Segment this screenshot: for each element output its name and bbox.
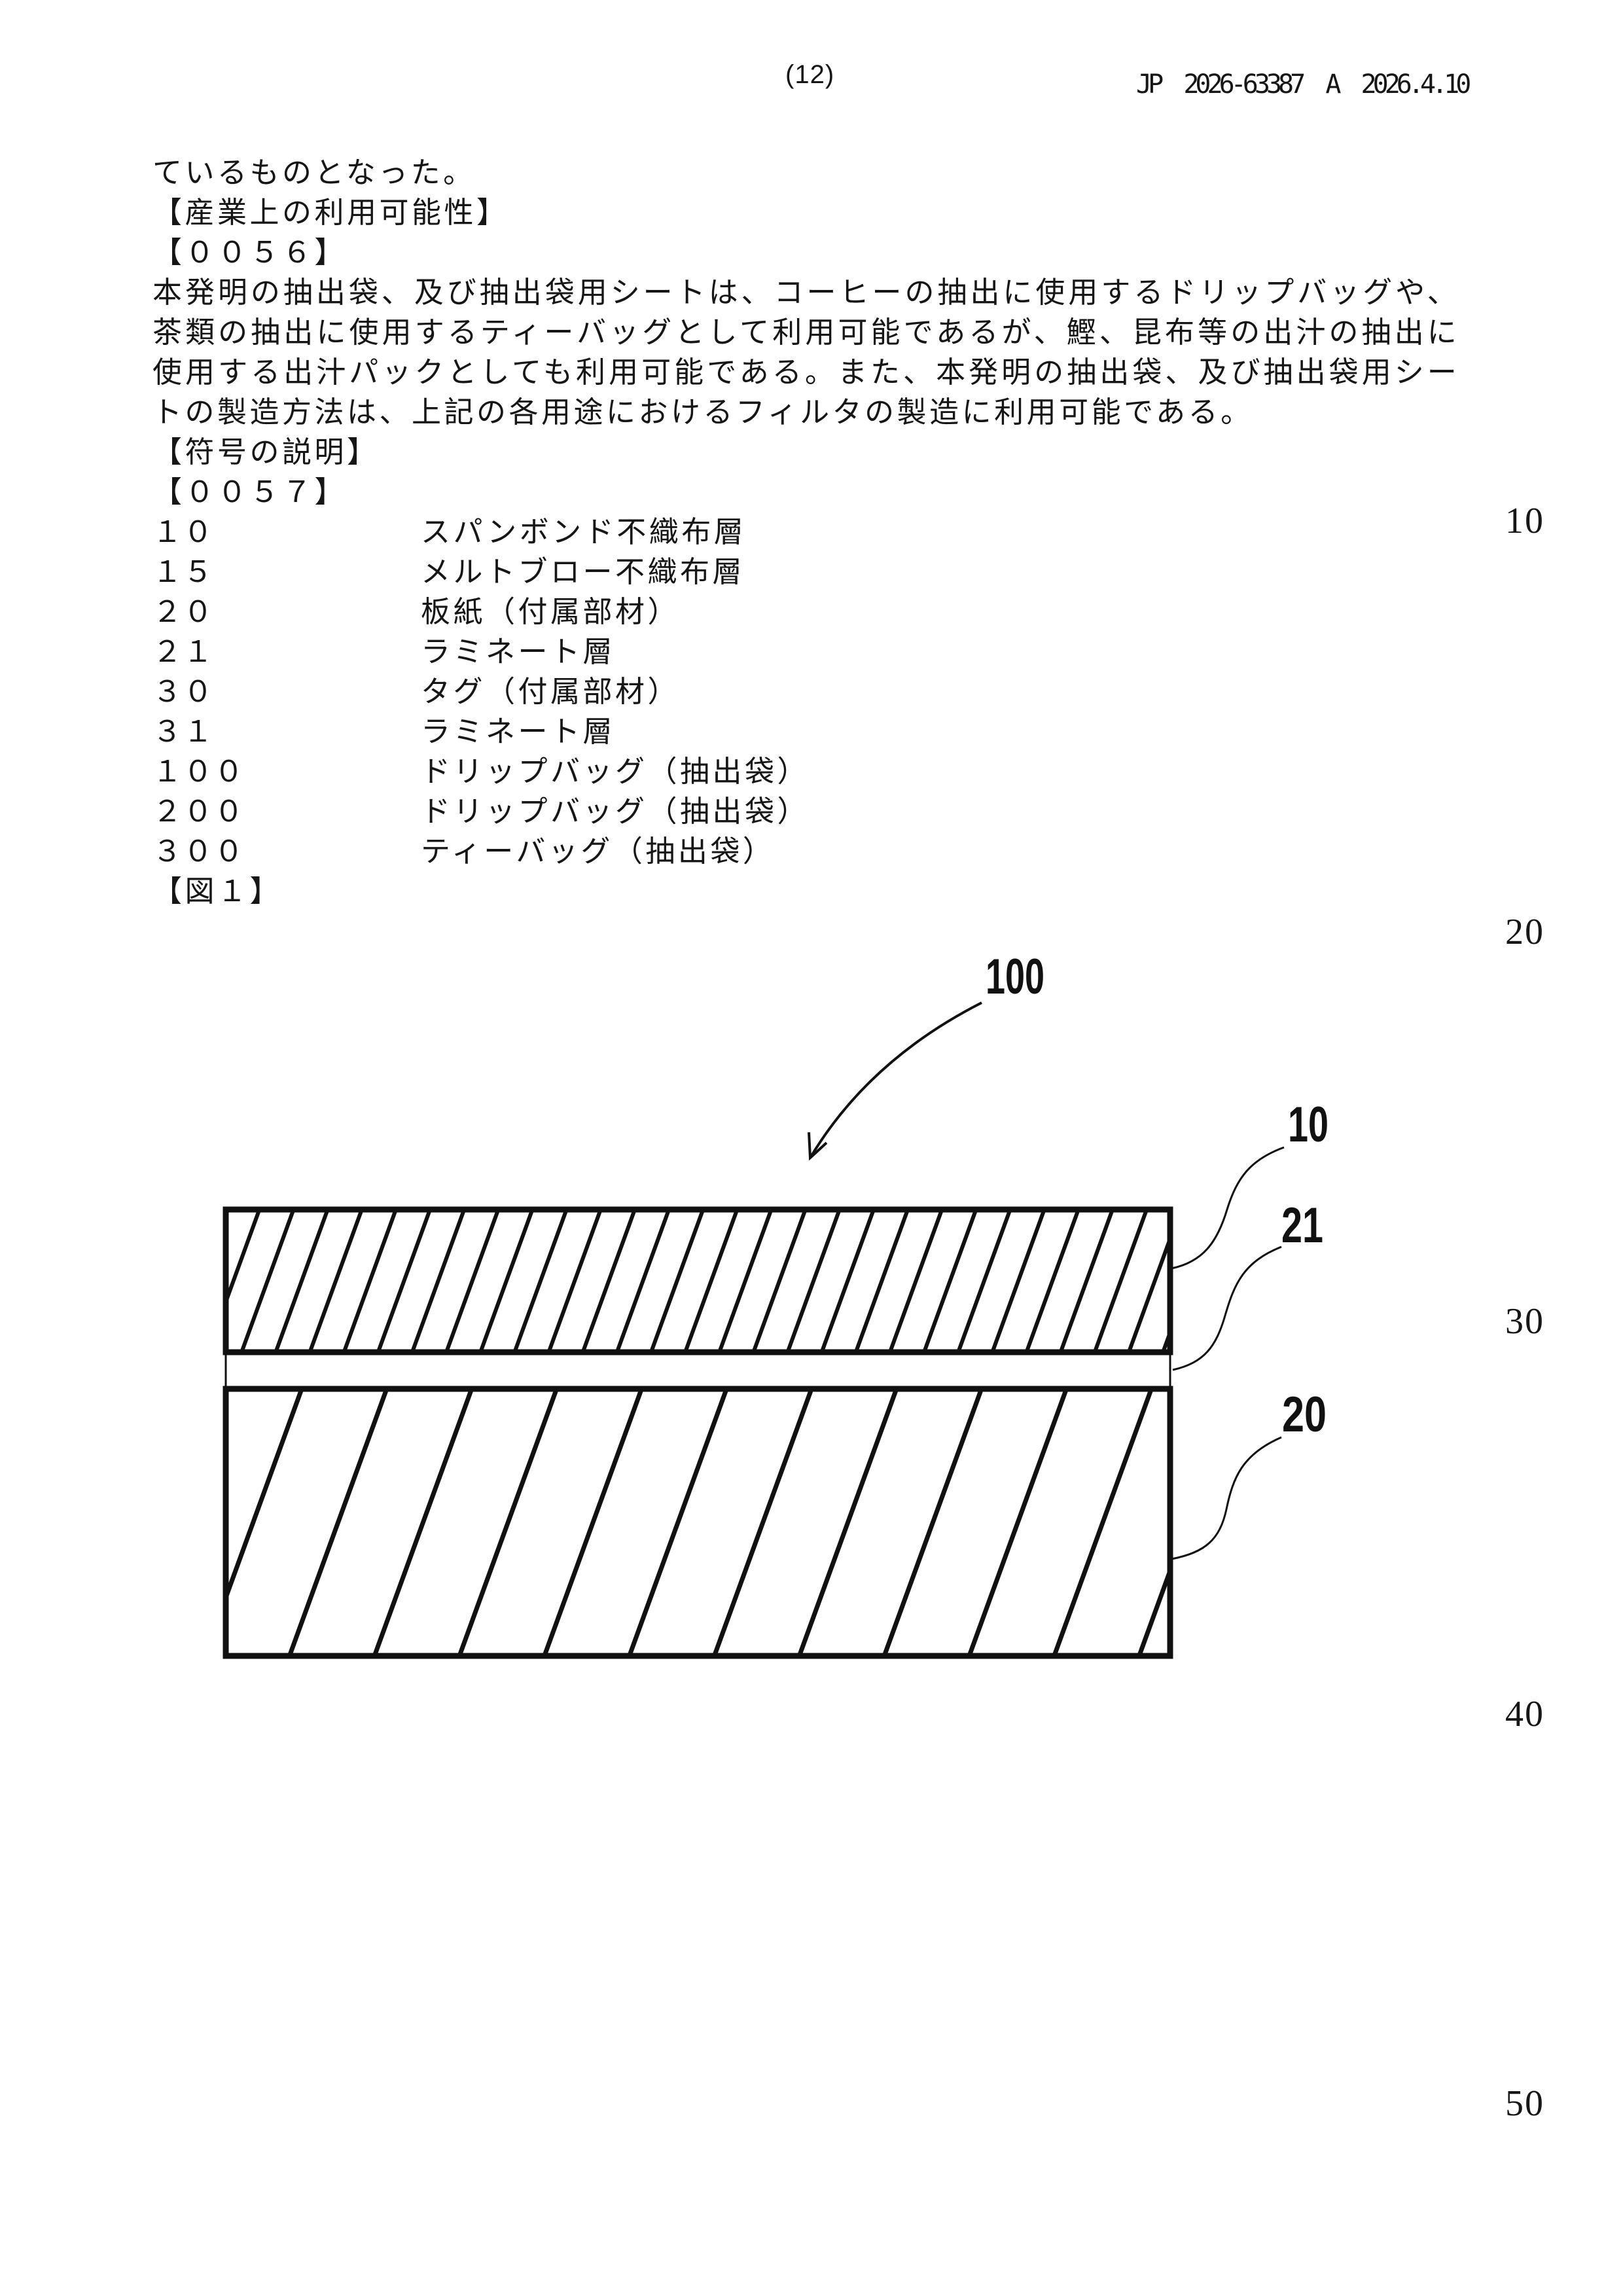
reference-row: １００ ドリップバッグ（抽出袋） — [152, 752, 1468, 792]
margin-line-number-20: 20 — [1505, 912, 1544, 952]
leader-line-21 — [1172, 1246, 1282, 1371]
header-publication-number: JP 2026-63387 A 2026.4.10 — [1136, 69, 1471, 99]
body-line: 茶類の抽出に使用するティーバッグとして利用可能であるが、鰹、昆布等の出汁の抽出に — [152, 316, 1459, 349]
reference-numeral: ２１ — [152, 636, 215, 668]
reference-row: １５ メルトブロー不織布層 — [152, 552, 1468, 592]
reference-row: ３００ ティーバッグ（抽出袋） — [152, 832, 1468, 872]
reference-row: ２００ ドリップバッグ（抽出袋） — [152, 792, 1468, 832]
laminate-layer-21-band — [224, 1351, 1171, 1390]
reference-label: スパンボンド不織布層 — [421, 516, 747, 548]
paragraph-number: 【００５７】 — [152, 476, 348, 509]
margin-line-number-40: 40 — [1505, 1694, 1544, 1734]
section-heading: 【符号の説明】 — [152, 436, 380, 469]
figure-1-drawing: 100 10 21 20 — [223, 949, 1329, 1659]
reference-label: ラミネート層 — [421, 636, 616, 668]
reference-label: メルトブロー不織布層 — [421, 556, 745, 588]
body-line: トの製造方法は、上記の各用途におけるフィルタの製造に利用可能である。 — [152, 396, 1253, 429]
assembly-arrow-curve — [809, 1001, 982, 1159]
body-line: 本発明の抽出袋、及び抽出袋用シートは、コーヒーの抽出に使用するドリップバッグや、 — [152, 276, 1459, 309]
header-page-number: (12) — [785, 60, 835, 89]
figure-label-10: 10 — [1288, 1097, 1329, 1153]
reference-row: ３０ タグ（付属部材） — [152, 672, 1468, 712]
paragraph-number: 【００５６】 — [152, 236, 348, 269]
reference-label: ドリップバッグ（抽出袋） — [421, 795, 810, 828]
leader-line-10 — [1171, 1146, 1285, 1270]
figure-caption: 【図１】 — [152, 875, 283, 908]
margin-line-number-30: 30 — [1505, 1301, 1544, 1342]
assembly-arrowhead — [808, 1132, 828, 1161]
leader-line-20 — [1171, 1436, 1282, 1560]
figure-label-20: 20 — [1282, 1387, 1327, 1443]
reference-numeral: ３０ — [152, 675, 215, 708]
reference-numeral: １００ — [152, 755, 245, 788]
section-heading: 【産業上の利用可能性】 — [152, 196, 509, 229]
reference-numeral: １５ — [152, 556, 215, 588]
margin-line-number-50: 50 — [1505, 2083, 1544, 2124]
figure-label-100: 100 — [986, 949, 1044, 1005]
reference-row: ２０ 板紙（付属部材） — [152, 592, 1468, 632]
body-line: ているものとなった。 — [152, 156, 476, 189]
reference-numeral: ３１ — [152, 715, 215, 748]
reference-row: ３１ ラミネート層 — [152, 712, 1468, 752]
reference-label: 板紙（付属部材） — [421, 596, 681, 628]
reference-label: ドリップバッグ（抽出袋） — [421, 755, 810, 788]
reference-label: ラミネート層 — [421, 715, 616, 748]
reference-numeral: ２００ — [152, 795, 245, 828]
nonwoven-layer-10-hatched — [223, 1206, 1173, 1355]
reference-numeral: ２０ — [152, 596, 215, 628]
reference-row: ２１ ラミネート層 — [152, 632, 1468, 672]
reference-numeral: １０ — [152, 516, 215, 548]
paperboard-layer-20-hatched — [223, 1386, 1173, 1659]
figure-label-21: 21 — [1281, 1198, 1323, 1253]
reference-numeral: ３００ — [152, 835, 245, 868]
reference-row: １０ スパンボンド不織布層 — [152, 512, 1468, 552]
reference-label: タグ（付属部材） — [421, 675, 681, 708]
body-line: 使用する出汁パックとしても利用可能である。また、本発明の抽出袋、及び抽出袋用シー — [152, 356, 1459, 389]
reference-label: ティーバッグ（抽出袋） — [421, 835, 776, 868]
margin-line-number-10: 10 — [1505, 501, 1544, 541]
document-text-column: ているものとなった。 【産業上の利用可能性】 【００５６】 本発明の抽出袋、及び… — [152, 153, 1468, 912]
